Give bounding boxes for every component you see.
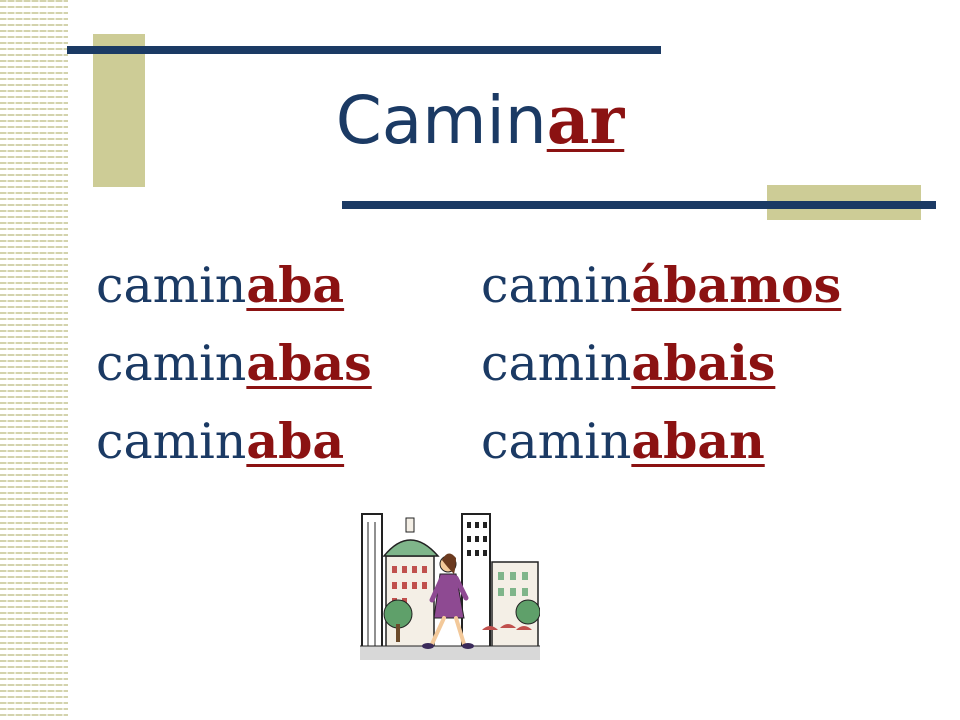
title-stem: Camin — [335, 82, 547, 159]
conjugation-vosotros: caminabais — [481, 324, 841, 402]
conjugation-stem: camin — [96, 413, 247, 470]
conjugation-stem: camin — [481, 413, 632, 470]
conjugation-yo: caminaba — [96, 246, 372, 324]
slide-title: Caminar — [0, 80, 960, 161]
conjugation-ellos: caminaban — [481, 402, 841, 480]
bottom-navy-bar — [342, 201, 936, 209]
conjugation-ending: abas — [246, 334, 372, 392]
conjugation-stem: camin — [481, 335, 632, 392]
conjugation-stem: camin — [481, 257, 632, 314]
conjugation-ending: ábamos — [631, 256, 842, 314]
conjugation-ending: aba — [246, 412, 345, 470]
title-ending: ar — [546, 81, 625, 159]
conjugation-ending: aban — [631, 412, 765, 470]
conjugation-ending: abais — [631, 334, 776, 392]
conjugation-stem: camin — [96, 335, 247, 392]
singular-conjugations: caminaba caminabas caminaba — [96, 246, 372, 480]
woman-walking-city-clipart — [360, 513, 540, 660]
conjugation-el: caminaba — [96, 402, 372, 480]
conjugation-ending: aba — [246, 256, 345, 314]
conjugation-nosotros: caminábamos — [481, 246, 841, 324]
plural-conjugations: caminábamos caminabais caminaban — [481, 246, 841, 480]
conjugation-tu: caminabas — [96, 324, 372, 402]
khaki-vertical-block — [93, 34, 145, 187]
top-navy-bar — [67, 46, 661, 54]
conjugation-stem: camin — [96, 257, 247, 314]
left-stripe-band — [0, 0, 68, 720]
